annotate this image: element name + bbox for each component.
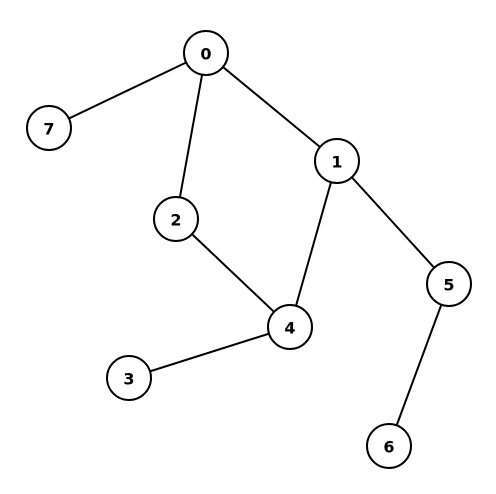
node-circle-4 [267, 304, 313, 350]
node-label-0: 0 [200, 45, 211, 64]
node-circle-5 [426, 261, 472, 307]
node-label-7: 7 [43, 120, 54, 139]
node-0: 0 [183, 30, 229, 76]
node-2: 2 [153, 196, 199, 242]
node-circle-6 [366, 423, 412, 469]
edge-0-1 [205, 52, 338, 162]
edges-layer [48, 52, 450, 447]
node-label-3: 3 [123, 370, 134, 389]
node-label-1: 1 [331, 153, 342, 172]
node-1: 1 [314, 138, 360, 184]
edge-5-6 [388, 283, 450, 447]
node-circle-1 [314, 138, 360, 184]
node-circle-7 [26, 105, 72, 151]
node-circle-2 [153, 196, 199, 242]
node-label-4: 4 [284, 319, 295, 338]
node-7: 7 [26, 105, 72, 151]
node-4: 4 [267, 304, 313, 350]
edge-0-2 [175, 52, 207, 220]
edge-2-4 [175, 218, 291, 328]
node-label-5: 5 [443, 276, 454, 295]
node-3: 3 [106, 355, 152, 401]
node-circle-3 [106, 355, 152, 401]
node-6: 6 [366, 423, 412, 469]
edge-1-4 [289, 160, 338, 328]
node-label-6: 6 [383, 438, 394, 457]
edge-1-5 [336, 160, 450, 285]
node-label-2: 2 [170, 211, 181, 230]
nodes-layer: 0 1 2 3 4 5 6 7 [26, 30, 472, 469]
edge-4-3 [128, 326, 291, 379]
node-circle-0 [183, 30, 229, 76]
edge-0-7 [48, 52, 207, 129]
node-5: 5 [426, 261, 472, 307]
